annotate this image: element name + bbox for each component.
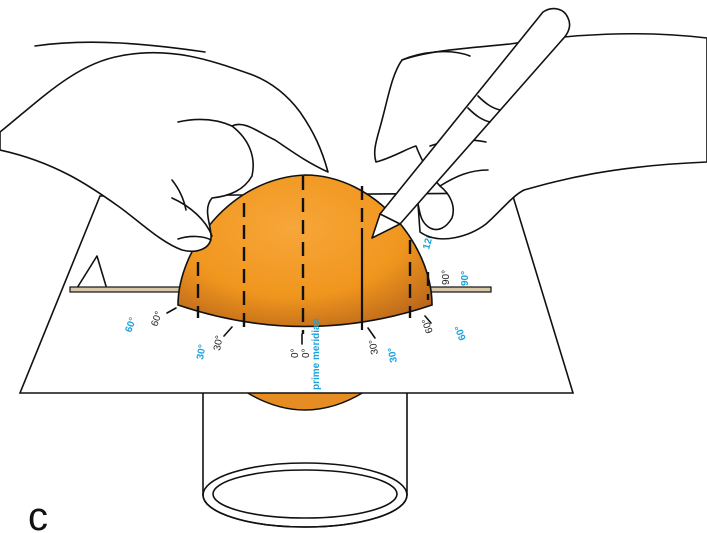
latitude-ticks: [166, 307, 432, 345]
svg-text:0°: 0°: [290, 348, 301, 358]
pen: [371, 7, 571, 239]
svg-text:60°: 60°: [420, 317, 436, 335]
svg-text:30°: 30°: [195, 344, 208, 361]
svg-text:90°: 90°: [441, 270, 452, 285]
right-hand: [373, 32, 707, 240]
svg-text:30°: 30°: [367, 339, 380, 356]
svg-text:90°: 90°: [460, 271, 471, 286]
orange-hemisphere: [177, 174, 433, 334]
svg-text:30°: 30°: [212, 335, 225, 352]
svg-text:prime meridian: prime meridian: [311, 318, 322, 390]
svg-text:60°: 60°: [123, 316, 139, 334]
left-hand: [0, 41, 329, 253]
panel-letter: c: [28, 495, 48, 533]
cylinder-stand: [202, 377, 408, 528]
svg-text:60°: 60°: [453, 324, 469, 342]
svg-text:60°: 60°: [149, 310, 165, 328]
svg-text:0°: 0°: [301, 348, 312, 358]
triangle-marker: [76, 255, 107, 289]
svg-text:30°: 30°: [386, 347, 399, 364]
black-labels: 60° 30° 0° 0° 30° 60° 90°: [149, 270, 452, 358]
hemisphere-underside: [243, 391, 367, 411]
